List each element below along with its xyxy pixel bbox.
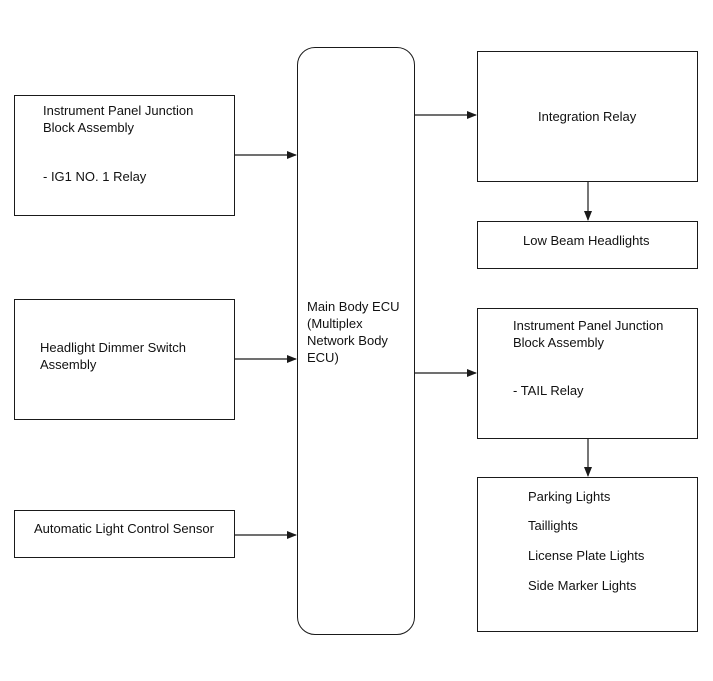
license-plate-lights-label: License Plate Lights bbox=[528, 548, 645, 563]
ecu-line4: ECU) bbox=[307, 350, 339, 365]
ip-junction-detail: - IG1 NO. 1 Relay bbox=[43, 169, 147, 184]
dimmer-switch-line2: Assembly bbox=[40, 357, 97, 372]
ip-junction-block-input: Instrument Panel Junction Block Assembly… bbox=[14, 95, 235, 216]
tail-junction-title-line2: Block Assembly bbox=[513, 335, 605, 350]
ecu-line3: Network Body bbox=[307, 333, 388, 348]
low-beam-headlights: Low Beam Headlights bbox=[477, 221, 698, 269]
tail-junction-title-line1: Instrument Panel Junction bbox=[513, 318, 664, 333]
integration-relay-label: Integration Relay bbox=[538, 109, 637, 124]
ip-junction-title-line1: Instrument Panel Junction bbox=[43, 103, 194, 118]
integration-relay: Integration Relay bbox=[477, 51, 698, 182]
lights-group: Parking Lights Taillights License Plate … bbox=[477, 477, 698, 632]
taillights-label: Taillights bbox=[528, 518, 578, 533]
main-body-ecu: Main Body ECU (Multiplex Network Body EC… bbox=[297, 47, 415, 635]
ecu-line2: (Multiplex bbox=[307, 316, 363, 331]
headlight-dimmer-switch-input: Headlight Dimmer Switch Assembly bbox=[14, 299, 235, 420]
light-control-sensor-label: Automatic Light Control Sensor bbox=[34, 521, 214, 536]
parking-lights-label: Parking Lights bbox=[528, 489, 611, 504]
tail-junction-detail: - TAIL Relay bbox=[513, 383, 584, 398]
side-marker-lights-label: Side Marker Lights bbox=[528, 578, 637, 593]
ip-junction-block-tail: Instrument Panel Junction Block Assembly… bbox=[477, 308, 698, 439]
ecu-line1: Main Body ECU bbox=[307, 299, 400, 314]
light-control-sensor-input: Automatic Light Control Sensor bbox=[14, 510, 235, 558]
low-beam-headlights-label: Low Beam Headlights bbox=[523, 233, 650, 248]
dimmer-switch-line1: Headlight Dimmer Switch bbox=[40, 340, 186, 355]
ip-junction-title-line2: Block Assembly bbox=[43, 120, 135, 135]
